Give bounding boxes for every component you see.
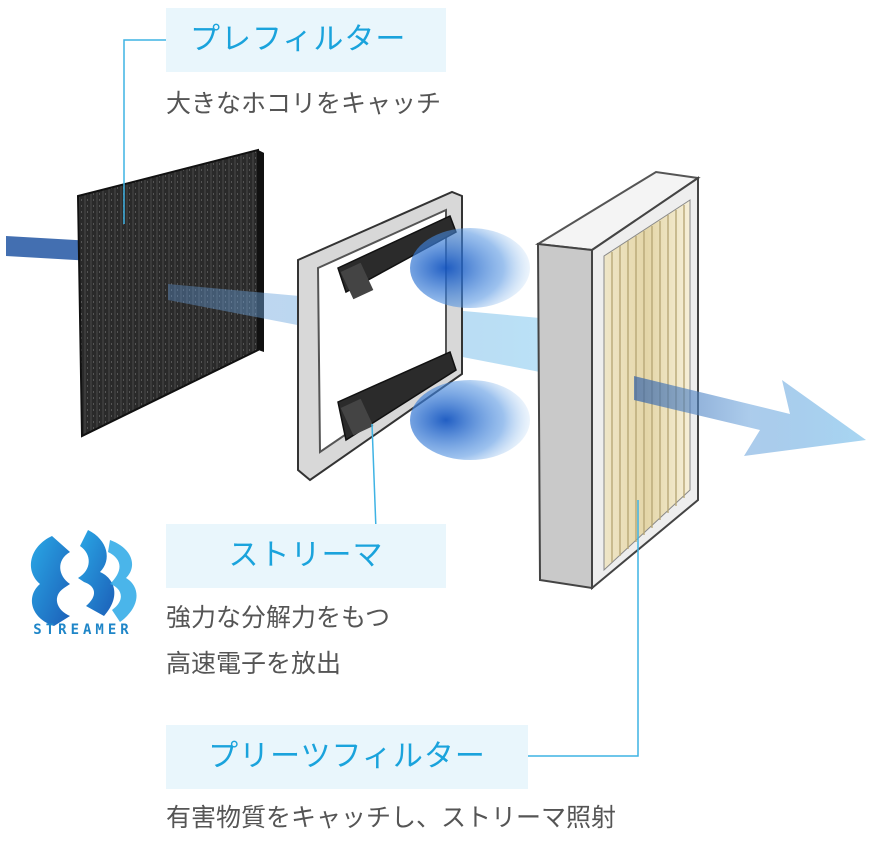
streamer-discharge-glow-bottom <box>410 380 530 460</box>
pleats-filter-panel <box>534 170 701 591</box>
leader-line-prefilter <box>123 39 166 224</box>
streamer-description-line-1: 強力な分解力をもつ <box>166 603 391 632</box>
streamer-description-line-2: 高速電子を放出 <box>166 649 342 678</box>
airflow-arrow <box>634 376 866 456</box>
streamer-logo-icon <box>30 530 137 626</box>
leader-line-pleats <box>528 500 639 757</box>
prefilter-description: 大きなホコリをキャッチ <box>166 89 442 118</box>
pleats-filter-label: プリーツフィルター <box>166 725 528 789</box>
pleats-filter-description: 有害物質をキャッチし、ストリーマ照射 <box>166 803 617 832</box>
streamer-discharge-glow-top <box>410 228 530 308</box>
streamer-label: ストリーマ <box>166 524 446 588</box>
leader-line-streamer <box>371 423 377 531</box>
streamer-logo-text: STREAMER <box>33 622 133 638</box>
prefilter-label: プレフィルター <box>166 8 446 72</box>
leader-lines <box>123 39 639 757</box>
